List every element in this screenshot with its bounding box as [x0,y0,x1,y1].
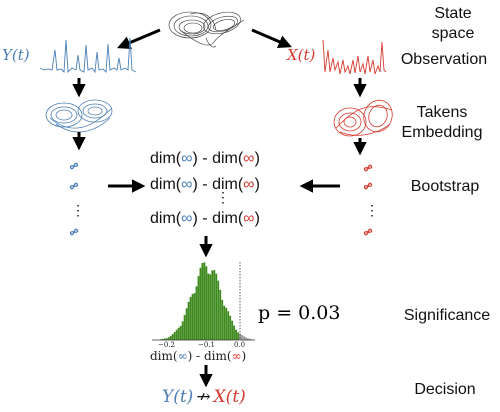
histogram-tick-2: −0.1 [198,341,215,349]
histogram-bar [205,266,208,340]
lorenz-attractor-icon [168,11,245,48]
arrow-to-y-observation [117,28,161,50]
histogram-bar [243,336,245,340]
blue-infinity-icon: ∞ [181,150,193,167]
histogram-bar [247,338,249,340]
histogram [159,262,253,340]
histogram-bar [249,338,251,340]
histogram-bar [221,299,224,340]
stage-label-observation: Observation [400,51,488,68]
y-embedding-icon [45,99,113,133]
x-embedding-icon [333,99,393,137]
histogram-bar [217,280,220,340]
decision-x-label: X(t) [213,387,246,407]
histogram-bar [225,307,228,340]
stage-label-state-space: State space [431,5,475,42]
y-bootstrap-ellipsis: ⋮ [71,202,85,218]
histogram-bar [193,293,196,340]
histogram-bar [165,338,168,340]
histogram-bar [175,329,178,340]
histogram-bar [173,331,176,340]
dim-row-2: dim(∞) - dim(∞) [150,176,260,193]
histogram-tick-3: 0.0 [234,341,246,349]
histogram-bar [201,262,204,340]
histogram-bar [233,325,236,340]
dim-row-n: dim(∞) - dim(∞) [150,210,260,227]
histogram-bar [185,308,188,340]
histogram-bar [241,334,243,340]
histogram-bar [231,320,234,340]
histogram-bar [207,273,210,340]
stage-label-decision: Decision [414,381,476,398]
stage-label-takens-embedding: Takens Embedding [401,104,483,141]
blue-infinity-icon: ∞ [181,176,193,193]
x-bootstrap-ellipsis: ⋮ [365,202,379,218]
histogram-bar [189,296,192,340]
histogram-bar [159,339,162,340]
histogram-bar [177,327,180,340]
histogram-tick-1: −0.2 [158,341,175,349]
histogram-bar [239,333,241,340]
dim-ellipsis: ⋮ [216,189,230,205]
dim-row-1: dim(∞) - dim(∞) [150,150,260,167]
red-infinity-icon: ∞ [243,210,255,227]
histogram-bar [195,286,198,340]
p-value-label: p = 0.03 [258,302,341,324]
histogram-bar [181,321,184,340]
red-infinity-icon: ∞ [243,176,255,193]
blue-infinity-icon: ∞ [177,349,188,363]
y-time-series [39,37,137,74]
histogram-bar [227,311,230,340]
histogram-bar [237,332,239,340]
histogram-bar [219,289,222,340]
no-cause-arrow-icon: ↛ [196,387,211,407]
histogram-bar [187,301,190,340]
x-bootstrap-samples [363,164,373,236]
histogram-bar [191,293,194,340]
histogram-bar [229,315,232,340]
histogram-bar [197,276,200,340]
red-infinity-icon: ∞ [243,150,255,167]
stage-label-bootstrap: Bootstrap [410,178,480,195]
arrow-to-x-observation [251,28,292,49]
x-variable-label: X(t) [287,46,316,64]
histogram-bar [215,273,218,340]
histogram-bar [235,329,238,340]
histogram-bar [171,334,174,340]
histogram-bar [179,325,182,340]
decision-row: Y(t)↛X(t) [162,387,246,407]
decision-y-label: Y(t) [162,387,194,407]
y-bootstrap-samples [69,162,79,236]
x-time-series [322,39,387,75]
histogram-bar [167,337,170,340]
histogram-bar [209,274,212,340]
histogram-xlabel: dim(∞) - dim(∞) [150,349,247,363]
red-infinity-icon: ∞ [231,349,242,363]
histogram-bar [161,338,164,340]
histogram-bar [223,305,226,340]
stage-label-significance: Significance [403,307,491,324]
y-variable-label: Y(t) [2,46,30,64]
histogram-bar [211,270,214,340]
histogram-bar [203,262,206,340]
histogram-bar [245,337,247,340]
histogram-bar [213,270,216,340]
histogram-bar [199,267,202,340]
histogram-bar [251,339,253,340]
histogram-bar [169,335,172,340]
blue-infinity-icon: ∞ [181,210,193,227]
histogram-bar [163,338,166,340]
histogram-bar [183,315,186,340]
